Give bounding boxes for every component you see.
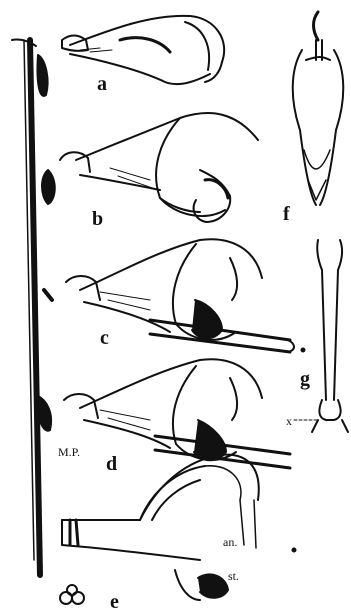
figure-b-flower	[42, 113, 258, 222]
anther-label: an.	[223, 535, 237, 549]
artist-initials: M.P.	[58, 445, 80, 459]
dot-mark	[293, 549, 296, 552]
figure-g-stamens	[294, 240, 348, 432]
figure-a-flower	[12, 16, 224, 575]
dot-mark	[302, 349, 305, 352]
cross-mark-label: x	[286, 414, 292, 428]
label-d: d	[106, 453, 117, 475]
label-c: c	[100, 327, 109, 349]
stigma-label: st.	[228, 569, 239, 583]
label-g: g	[300, 368, 310, 390]
label-e: e	[110, 591, 119, 612]
figure-f-front-view	[293, 12, 344, 205]
figure-c-flower	[44, 239, 294, 352]
label-f: f	[283, 203, 290, 225]
label-a: a	[97, 73, 107, 95]
label-b: b	[92, 208, 103, 230]
